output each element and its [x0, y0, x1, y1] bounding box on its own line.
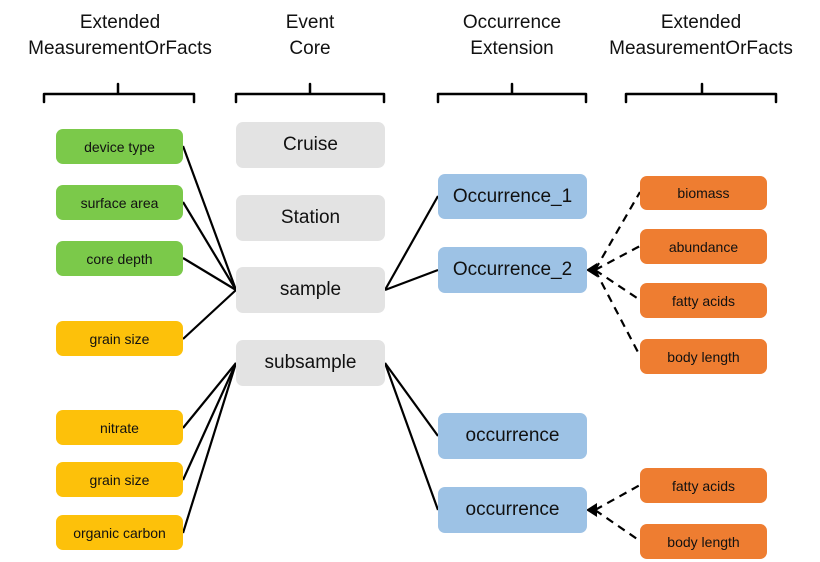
- link-grain-size-sample: [182, 289, 237, 340]
- header-occurrence-ext: Occurrence Extension: [412, 10, 612, 62]
- header-emof-right-line2: MeasurementOrFacts: [609, 38, 793, 59]
- emof-grain-size-subsample: grain size: [56, 462, 183, 497]
- dash-occ4-fatty-acids: [594, 484, 641, 511]
- link-subsample-occurrence-4: [383, 362, 440, 511]
- emof-body-length-occ4: body length: [640, 524, 767, 559]
- emof-body-length-occ2: body length: [640, 339, 767, 374]
- link-nitrate-subsample: [182, 362, 237, 429]
- header-emof-left-line1: Extended: [79, 12, 161, 33]
- occurrence-3: occurrence: [438, 413, 587, 459]
- dash-occ2-abundance: [594, 245, 641, 271]
- link-subsample-occurrence-3: [384, 362, 439, 437]
- occurrence-1: Occurrence_1: [438, 174, 587, 219]
- link-organic-carbon-subsample: [181, 362, 238, 534]
- arrowhead-occurrence-2: [586, 263, 597, 277]
- header-occurrence-ext-line2: Extension: [470, 38, 554, 59]
- occurrence-2: Occurrence_2: [438, 247, 587, 293]
- header-emof-right-line1: Extended: [660, 12, 742, 33]
- header-occurrence-ext-line1: Occurrence: [462, 12, 562, 33]
- emof-device-type: device type: [56, 129, 183, 164]
- link-grain-size-subsample: [181, 362, 238, 481]
- emof-organic-carbon: organic carbon: [56, 515, 183, 550]
- dash-occ2-body-length: [594, 269, 641, 357]
- emof-nitrate: nitrate: [56, 410, 183, 445]
- arrowhead-occurrence-4: [586, 503, 597, 517]
- bracket-emof-right: [624, 82, 778, 104]
- link-sample-occurrence-1: [384, 195, 439, 291]
- link-device-type-sample: [181, 145, 238, 291]
- header-emof-right: Extended MeasurementOrFacts: [601, 10, 801, 62]
- emof-abundance: abundance: [640, 229, 767, 264]
- header-event-core: Event Core: [210, 10, 410, 62]
- emof-biomass: biomass: [640, 176, 767, 210]
- event-station: Station: [236, 195, 385, 241]
- event-subsample: subsample: [236, 340, 385, 386]
- bracket-event-core: [234, 82, 386, 104]
- emof-fatty-acids-occ2: fatty acids: [640, 283, 767, 318]
- emof-grain-size-sample: grain size: [56, 321, 183, 356]
- bracket-emof-left: [42, 82, 196, 104]
- header-emof-left-line2: MeasurementOrFacts: [28, 38, 212, 59]
- event-sample: sample: [236, 267, 385, 313]
- dash-occ2-fatty-acids: [594, 269, 641, 301]
- dash-occ2-biomass: [594, 191, 641, 271]
- emof-core-depth: core depth: [56, 241, 183, 276]
- header-event-core-line2: Core: [289, 38, 331, 59]
- bracket-occurrence-ext: [436, 82, 588, 104]
- header-emof-left: Extended MeasurementOrFacts: [20, 10, 220, 62]
- emof-surface-area: surface area: [56, 185, 183, 220]
- link-surface-area-sample: [182, 201, 237, 291]
- dash-occ4-body-length: [594, 509, 641, 542]
- occurrence-4: occurrence: [438, 487, 587, 533]
- event-cruise: Cruise: [236, 122, 385, 168]
- header-event-core-line1: Event: [285, 12, 335, 33]
- link-core-depth-sample: [182, 257, 237, 291]
- link-sample-occurrence-2: [384, 268, 439, 292]
- emof-fatty-acids-occ4: fatty acids: [640, 468, 767, 503]
